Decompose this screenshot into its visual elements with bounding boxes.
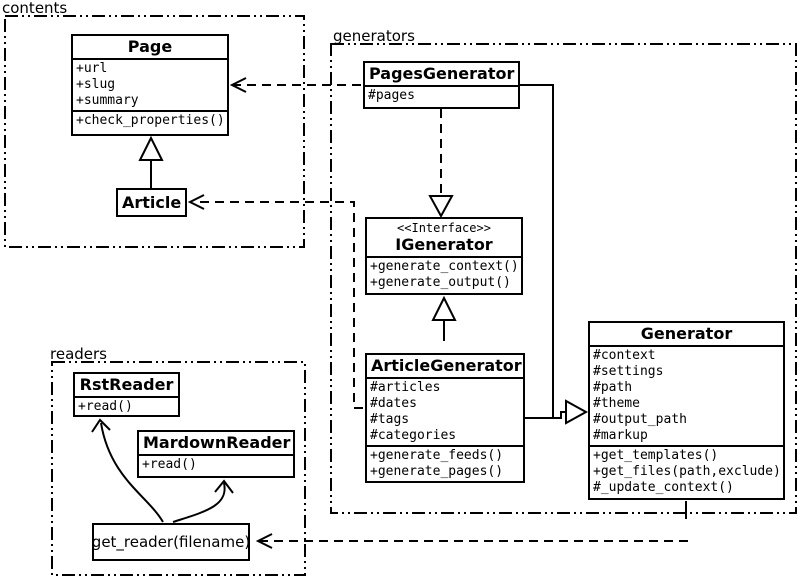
realization-triangle-igenerator-top <box>428 195 454 219</box>
method: +generate_pages() <box>370 464 504 479</box>
package-label-generators: generators <box>333 27 415 45</box>
open-arrowhead-page <box>229 77 247 93</box>
class-igenerator-stereotype: <<Interface>> <box>397 221 491 235</box>
class-igenerator-title: IGenerator <box>395 235 493 254</box>
class-generator-title: Generator <box>640 324 733 343</box>
inheritance-triangle-page <box>138 135 164 161</box>
class-igenerator: <<Interface>> IGenerator +generate_conte… <box>365 217 523 295</box>
class-page-methods: +check_properties() <box>73 110 227 134</box>
method: +generate_output() <box>370 275 511 290</box>
class-articlegenerator-methods: +generate_feeds() +generate_pages() <box>367 445 523 481</box>
open-arrowhead-getreader <box>255 533 273 549</box>
edge-getreader-to-markdownreader <box>172 482 226 523</box>
attribute: #context <box>593 348 656 363</box>
class-page: Page +url +slug +summary +check_properti… <box>71 34 229 136</box>
method: +get_templates() <box>593 448 719 463</box>
attribute: #pages <box>368 88 415 103</box>
package-border-readers <box>51 361 306 576</box>
class-markdownreader: MardownReader +read() <box>137 430 295 478</box>
method: +generate_context() <box>370 259 519 274</box>
method: +generate_feeds() <box>370 448 504 463</box>
class-pagesgenerator-title: PagesGenerator <box>369 64 515 83</box>
function-label: get_reader(filename) <box>91 533 251 551</box>
attribute: #markup <box>593 428 648 443</box>
class-markdownreader-title: MardownReader <box>143 433 291 452</box>
package-border-contents <box>4 15 305 248</box>
function-box-get-reader: get_reader(filename) <box>92 523 250 561</box>
class-article: Article <box>116 188 187 217</box>
method: +get_files(path,exclude) <box>593 464 781 479</box>
class-pagesgenerator: PagesGenerator #pages <box>363 61 520 109</box>
method: +check_properties() <box>76 113 225 128</box>
attribute: #output_path <box>593 412 687 427</box>
attribute: +slug <box>76 77 116 92</box>
class-generator: Generator #context #settings #path #them… <box>588 321 785 500</box>
class-page-attributes: +url +slug +summary <box>73 58 227 110</box>
package-label-contents: contents <box>2 0 68 17</box>
attribute: #categories <box>370 428 457 443</box>
class-articlegenerator-title: ArticleGenerator <box>371 356 522 375</box>
method: +read() <box>78 399 133 414</box>
open-arrowhead-article <box>187 194 205 210</box>
package-border-generators <box>330 43 797 514</box>
edge-getreader-to-rstreader <box>100 422 164 523</box>
class-page-title: Page <box>127 37 173 56</box>
edge-generators-to-generator <box>520 84 554 419</box>
class-article-title: Article <box>122 192 182 212</box>
class-rstreader: RstReader +read() <box>73 372 180 417</box>
attribute: #dates <box>370 396 417 411</box>
open-arrowhead-rstreader <box>91 418 111 433</box>
method: +read() <box>142 457 197 472</box>
class-articlegenerator-attributes: #articles #dates #tags #categories <box>367 377 523 445</box>
attribute: #settings <box>593 364 664 379</box>
class-igenerator-methods: +generate_context() +generate_output() <box>367 256 521 293</box>
attribute: #path <box>593 380 633 395</box>
class-pagesgenerator-attributes: #pages <box>365 85 518 107</box>
class-articlegenerator: ArticleGenerator #articles #dates #tags … <box>365 353 525 483</box>
attribute: #tags <box>370 412 410 427</box>
realization-triangle-igenerator-bottom <box>431 295 457 321</box>
attribute: +url <box>76 61 108 76</box>
attribute: #theme <box>593 396 640 411</box>
package-label-readers: readers <box>50 345 107 363</box>
open-arrowhead-markdownreader <box>214 479 234 494</box>
class-markdownreader-methods: +read() <box>139 454 293 476</box>
edge-articlegenerator-to-article <box>194 201 363 409</box>
attribute: +summary <box>76 93 139 108</box>
method: #_update_context() <box>593 480 734 495</box>
class-rstreader-methods: +read() <box>75 396 178 416</box>
inheritance-triangle-generator <box>565 399 589 425</box>
attribute: #articles <box>370 380 441 395</box>
class-generator-methods: +get_templates() +get_files(path,exclude… <box>590 445 783 498</box>
class-rstreader-title: RstReader <box>79 375 174 394</box>
class-generator-attributes: #context #settings #path #theme #output_… <box>590 345 783 445</box>
edge-generator-joint <box>553 411 566 419</box>
